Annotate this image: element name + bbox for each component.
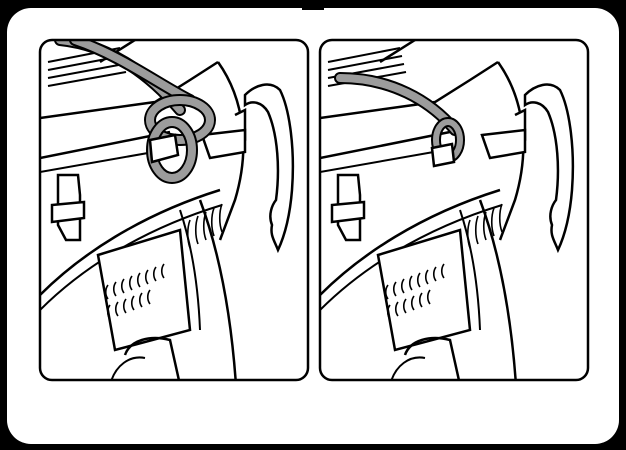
panel-right-strap-tight [320,40,590,385]
panel-left-strap-loose [40,40,310,385]
top-notch [302,0,324,10]
